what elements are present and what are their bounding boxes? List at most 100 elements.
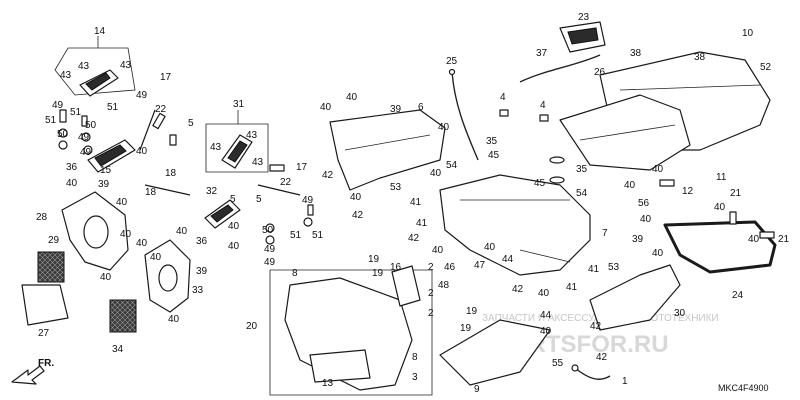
front-direction-arrow: FR. <box>11 358 54 385</box>
callout-29: 29 <box>48 235 60 246</box>
callout-27: 27 <box>38 328 50 339</box>
callout-40: 40 <box>136 146 148 157</box>
callout-41: 41 <box>416 218 428 229</box>
callout-39: 39 <box>196 266 208 277</box>
callout-40: 40 <box>228 241 240 252</box>
fastener-stack-mid <box>257 164 314 245</box>
part-34-speaker-grille <box>109 299 137 333</box>
callout-5: 5 <box>188 118 194 129</box>
callout-22: 22 <box>155 104 167 115</box>
part-24-seal <box>663 220 777 274</box>
callout-40: 40 <box>346 92 358 103</box>
callout-40: 40 <box>430 168 442 179</box>
callout-17: 17 <box>296 162 308 173</box>
callout-43: 43 <box>78 61 90 72</box>
callout-51: 51 <box>312 230 324 241</box>
callout-2: 2 <box>428 308 434 319</box>
callout-40: 40 <box>484 242 496 253</box>
callout-46: 46 <box>444 262 456 273</box>
callout-42: 42 <box>512 284 524 295</box>
callout-25: 25 <box>446 56 458 67</box>
callout-43: 43 <box>210 142 222 153</box>
callout-41: 41 <box>566 282 578 293</box>
callout-53: 53 <box>608 262 620 273</box>
callout-50: 50 <box>262 225 274 236</box>
part-30-cover <box>589 264 681 331</box>
callout-40: 40 <box>228 221 240 232</box>
callout-40: 40 <box>100 272 112 283</box>
part-1-cable-end <box>571 364 611 380</box>
callout-15: 15 <box>100 165 112 176</box>
callout-40: 40 <box>120 229 132 240</box>
callout-labels: 14 43 43 43 17 49 51 50 51 49 50 49 51 4… <box>36 12 790 395</box>
part-28-fairing-inner <box>61 191 129 271</box>
callout-49: 49 <box>264 244 276 255</box>
callout-7: 7 <box>602 228 608 239</box>
callout-22: 22 <box>280 177 292 188</box>
callout-51: 51 <box>290 230 302 241</box>
callout-37: 37 <box>536 48 548 59</box>
small-parts-right <box>499 109 775 239</box>
callout-40: 40 <box>624 180 636 191</box>
part-6-lid-liner <box>329 109 446 191</box>
callout-35: 35 <box>486 136 498 147</box>
part-27-panel <box>21 284 69 326</box>
callout-54: 54 <box>446 160 458 171</box>
callout-18: 18 <box>165 168 177 179</box>
callout-10: 10 <box>742 28 754 39</box>
callout-48: 48 <box>438 280 450 291</box>
callout-39: 39 <box>632 234 644 245</box>
callout-40: 40 <box>640 214 652 225</box>
callout-43: 43 <box>120 60 132 71</box>
part-group-31 <box>205 110 269 173</box>
callout-30: 30 <box>674 308 686 319</box>
fastener-stack-left <box>58 109 191 196</box>
callout-41: 41 <box>410 197 422 208</box>
callout-40: 40 <box>714 202 726 213</box>
callout-55: 55 <box>552 358 564 369</box>
callout-39: 39 <box>390 104 402 115</box>
callout-40: 40 <box>350 192 362 203</box>
callout-28: 28 <box>36 212 48 223</box>
callout-13: 13 <box>322 378 334 389</box>
callout-20: 20 <box>246 321 258 332</box>
callout-50: 50 <box>85 120 97 131</box>
callout-50: 50 <box>57 129 69 140</box>
callout-2: 2 <box>428 262 434 273</box>
callout-52: 52 <box>760 62 772 73</box>
callout-5: 5 <box>256 194 262 205</box>
callout-49: 49 <box>302 195 314 206</box>
callout-40: 40 <box>176 226 188 237</box>
callout-49: 49 <box>78 132 90 143</box>
svg-text:FR.: FR. <box>38 358 54 369</box>
callout-42: 42 <box>322 170 334 181</box>
callout-42: 42 <box>596 352 608 363</box>
callout-1: 1 <box>622 376 628 387</box>
callout-34: 34 <box>112 344 124 355</box>
callout-21: 21 <box>730 188 742 199</box>
callout-16: 16 <box>390 262 402 273</box>
cable-26 <box>519 54 601 83</box>
part-16-latch <box>391 265 421 307</box>
callout-44: 44 <box>502 254 514 265</box>
callout-35: 35 <box>576 164 588 175</box>
callout-38: 38 <box>630 48 642 59</box>
part-7-trunk-body <box>439 174 591 276</box>
callout-2: 2 <box>428 288 434 299</box>
callout-33: 33 <box>192 285 204 296</box>
callout-38: 38 <box>694 52 706 63</box>
callout-43: 43 <box>252 157 264 168</box>
callout-32: 32 <box>206 186 218 197</box>
part-33-fairing-inner <box>144 239 191 313</box>
part-32-bracket <box>204 199 241 229</box>
callout-4: 4 <box>540 100 546 111</box>
callout-18: 18 <box>145 187 157 198</box>
callout-14: 14 <box>94 26 106 37</box>
callout-40: 40 <box>652 248 664 259</box>
callout-4: 4 <box>500 92 506 103</box>
callout-19: 19 <box>466 306 478 317</box>
diagram-code: MKC4F4900 <box>718 383 769 393</box>
callout-24: 24 <box>732 290 744 301</box>
callout-40: 40 <box>150 252 162 263</box>
callout-42: 42 <box>590 321 602 332</box>
